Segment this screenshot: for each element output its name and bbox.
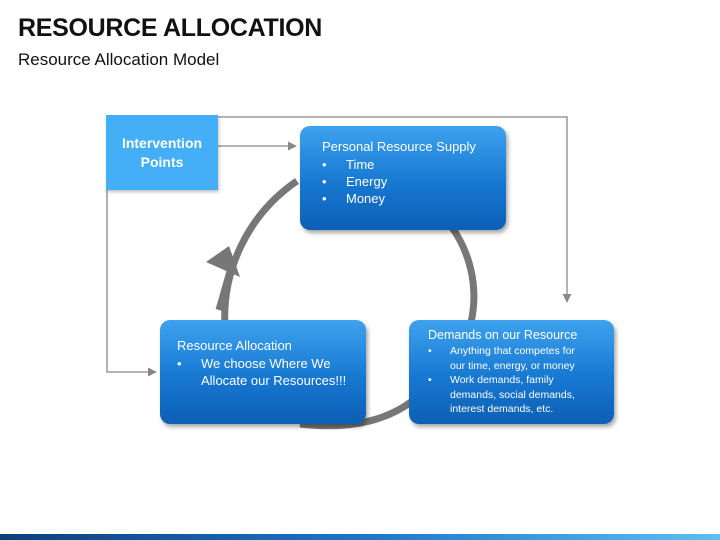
list-item: Money [322,190,506,207]
list-item: Work demands, family demands, social dem… [428,373,590,417]
allocation-list: We choose Where We Allocate our Resource… [177,355,366,389]
page-title: RESOURCE ALLOCATION [18,14,323,42]
intervention-line2: Points [140,153,184,170]
demands-box: Demands on our Resource Anything that co… [409,320,614,424]
list-item: Anything that competes for our time, ene… [428,344,590,373]
cycle-arc-bottom [299,399,414,430]
supply-box: Personal Resource Supply Time Energy Mon… [300,126,506,230]
connector-to-demands [218,116,572,303]
cycle-arrow-stem [215,267,235,311]
demands-list: Anything that competes for our time, ene… [428,344,614,417]
allocation-box: Resource Allocation We choose Where We A… [160,320,366,424]
footer-bar [0,534,720,540]
list-item: Time [322,156,506,173]
page-subtitle: Resource Allocation Model [18,50,220,69]
cycle-arc [221,178,299,328]
intervention-points-box: Intervention Points [106,115,218,190]
demands-heading: Demands on our Resource [428,328,578,342]
allocation-heading: Resource Allocation [177,338,292,353]
supply-heading: Personal Resource Supply [322,139,476,154]
intervention-line1: Intervention [121,134,203,151]
list-item: We choose Where We Allocate our Resource… [177,355,351,389]
list-item: Energy [322,173,506,190]
supply-list: Time Energy Money [322,156,506,207]
connector-to-allocation [106,190,157,377]
